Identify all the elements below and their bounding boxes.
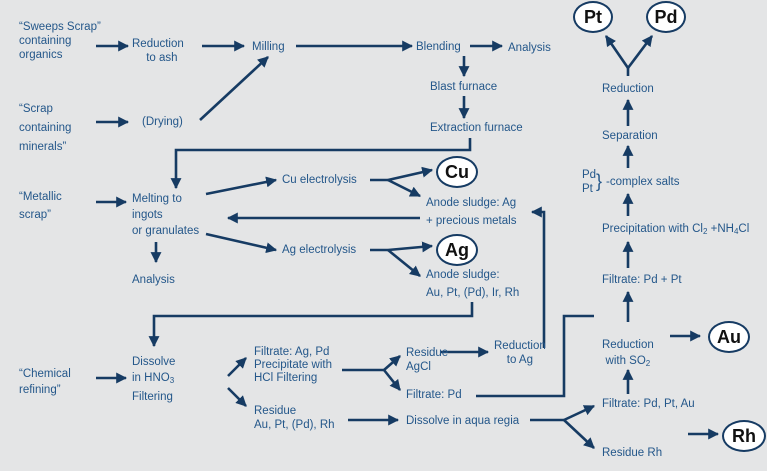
analysis-top-label: Analysis (508, 42, 551, 54)
reduction-so2-label: Reduction with SO2 (602, 339, 654, 368)
ag-electrolysis-label: Ag electrolysis (282, 244, 357, 256)
arrow-fork-to-pt (604, 35, 630, 69)
arrow-fork-to-pd (626, 35, 654, 69)
pd-node: Pd (646, 1, 686, 33)
arrow-fork-ag-sludge (387, 248, 421, 278)
complex-salts-label: -complex salts (606, 176, 680, 188)
cu-node: Cu (436, 156, 478, 188)
blending-label: Blending (416, 41, 461, 53)
arrow-fork-cu-sludge (387, 178, 421, 198)
extraction-furnace-label: Extraction furnace (430, 122, 523, 134)
dissolve-label: Dissolve in HNO3 Filtering (132, 356, 176, 403)
complex-brace: } (596, 171, 603, 191)
anode-sludge-au-label: Anode sludge:Au, Pt, (Pd), Ir, Rh (426, 269, 520, 299)
pt-node: Pt (573, 1, 613, 33)
arrow-melting-to-cu (205, 176, 278, 196)
arrow-fork-cu-node (387, 166, 434, 182)
arrow-reduction-to-sludge (530, 206, 546, 348)
au-node: Au (708, 321, 750, 353)
filtrate-pd-pt-au-label: Filtrate: Pd, Pt, Au (602, 398, 695, 410)
separation-label: Separation (602, 130, 658, 142)
arrow-fork-ag-node (387, 241, 434, 253)
arrow-drying-to-milling (199, 56, 269, 121)
arrow-fork-to-residue-rh (563, 419, 595, 449)
precipitation-label: Precipitation with Cl2 +NH4Cl (602, 223, 750, 236)
dissolve-aqua-label: Dissolve in aqua regia (406, 415, 520, 427)
filtrate-pd-pt-label: Filtrate: Pd + Pt (602, 274, 682, 286)
arrow-extraction-to-melting (170, 138, 472, 190)
arrow-sludge-to-dissolve (148, 302, 474, 348)
complex-pd-label: Pd (582, 169, 597, 181)
complex-pt-label: Pt (582, 183, 593, 195)
rh-node: Rh (722, 420, 766, 452)
arrow-dissolve-to-filtrate (227, 357, 247, 377)
analysis-mid-label: Analysis (132, 274, 175, 286)
filtrate-pd-label: Filtrate: Pd (406, 389, 462, 401)
reduction-top-label: Reduction (602, 83, 654, 95)
ag-node: Ag (436, 234, 478, 266)
arrow-fork-to-pd (382, 369, 402, 391)
arrow-fork-to-agcl (383, 355, 401, 371)
arrow-pd-to-reduction (476, 314, 594, 398)
drying-label: (Drying) (142, 116, 183, 128)
milling-label: Milling (252, 41, 285, 53)
arrow-fork-to-filtrate-pd-pt-au (563, 404, 595, 422)
blast-furnace-label: Blast furnace (430, 81, 498, 93)
residue-rh-label: Residue Rh (602, 447, 663, 459)
cu-electrolysis-label: Cu electrolysis (282, 174, 357, 186)
anode-sludge-ag-label: Anode sludge: Ag+ precious metals (426, 197, 517, 227)
arrow-dissolve-to-residue (227, 387, 247, 407)
arrow-melting-to-ag (205, 232, 278, 254)
